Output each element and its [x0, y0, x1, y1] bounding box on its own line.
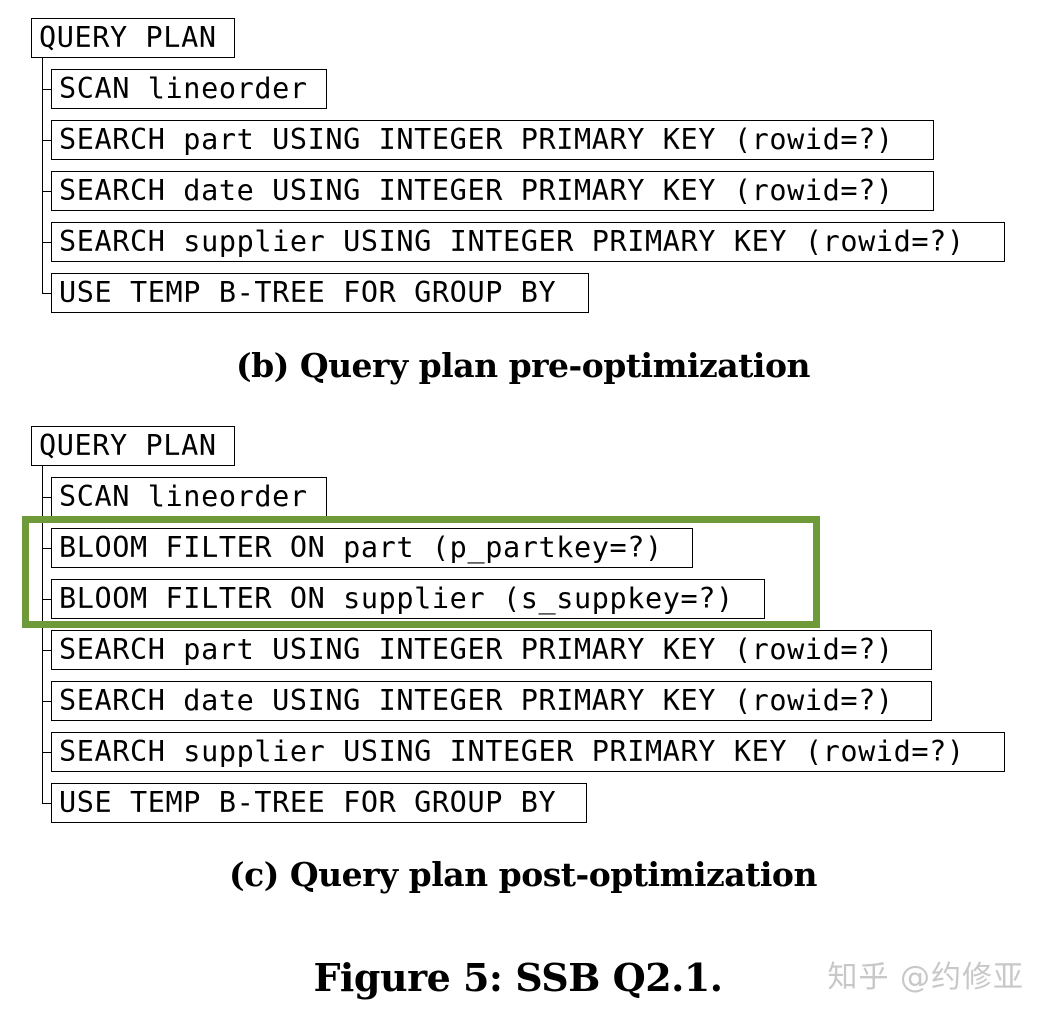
plan-root-node: QUERY PLAN	[31, 18, 235, 58]
bloom-filter-highlight-box	[22, 516, 820, 628]
tree-branch	[42, 803, 51, 805]
tree-connector	[42, 58, 44, 293]
watermark: 知乎 @约修亚	[827, 960, 1024, 995]
caption-pre-optimization: (b) Query plan pre-optimization	[236, 346, 810, 385]
plan-child-node: USE TEMP B-TREE FOR GROUP BY	[51, 783, 587, 823]
figure-title: Figure 5: SSB Q2.1.	[313, 955, 723, 1000]
plan-child-node: SCAN lineorder	[51, 69, 327, 109]
tree-branch	[42, 89, 51, 91]
tree-branch	[42, 752, 51, 754]
plan-child-node: SEARCH part USING INTEGER PRIMARY KEY (r…	[51, 630, 932, 670]
tree-branch	[42, 548, 51, 550]
tree-branch	[42, 242, 51, 244]
plan-child-node-bloom-filter: BLOOM FILTER ON part (p_partkey=?)	[51, 528, 693, 568]
tree-connector	[42, 466, 44, 803]
plan-child-node-bloom-filter: BLOOM FILTER ON supplier (s_suppkey=?)	[51, 579, 765, 619]
tree-branch	[42, 140, 51, 142]
plan-child-node: SEARCH supplier USING INTEGER PRIMARY KE…	[51, 732, 1005, 772]
tree-branch	[42, 497, 51, 499]
tree-branch	[42, 650, 51, 652]
plan-child-node: SEARCH date USING INTEGER PRIMARY KEY (r…	[51, 171, 934, 211]
tree-branch	[42, 599, 51, 601]
plan-child-node: SEARCH supplier USING INTEGER PRIMARY KE…	[51, 222, 1005, 262]
tree-branch	[42, 701, 51, 703]
caption-post-optimization: (c) Query plan post-optimization	[229, 855, 817, 894]
tree-branch	[42, 293, 51, 295]
tree-branch	[42, 191, 51, 193]
plan-child-node: SEARCH date USING INTEGER PRIMARY KEY (r…	[51, 681, 932, 721]
plan-child-node: USE TEMP B-TREE FOR GROUP BY	[51, 273, 589, 313]
plan-child-node: SCAN lineorder	[51, 477, 327, 517]
plan-root-node: QUERY PLAN	[31, 426, 235, 466]
plan-child-node: SEARCH part USING INTEGER PRIMARY KEY (r…	[51, 120, 934, 160]
